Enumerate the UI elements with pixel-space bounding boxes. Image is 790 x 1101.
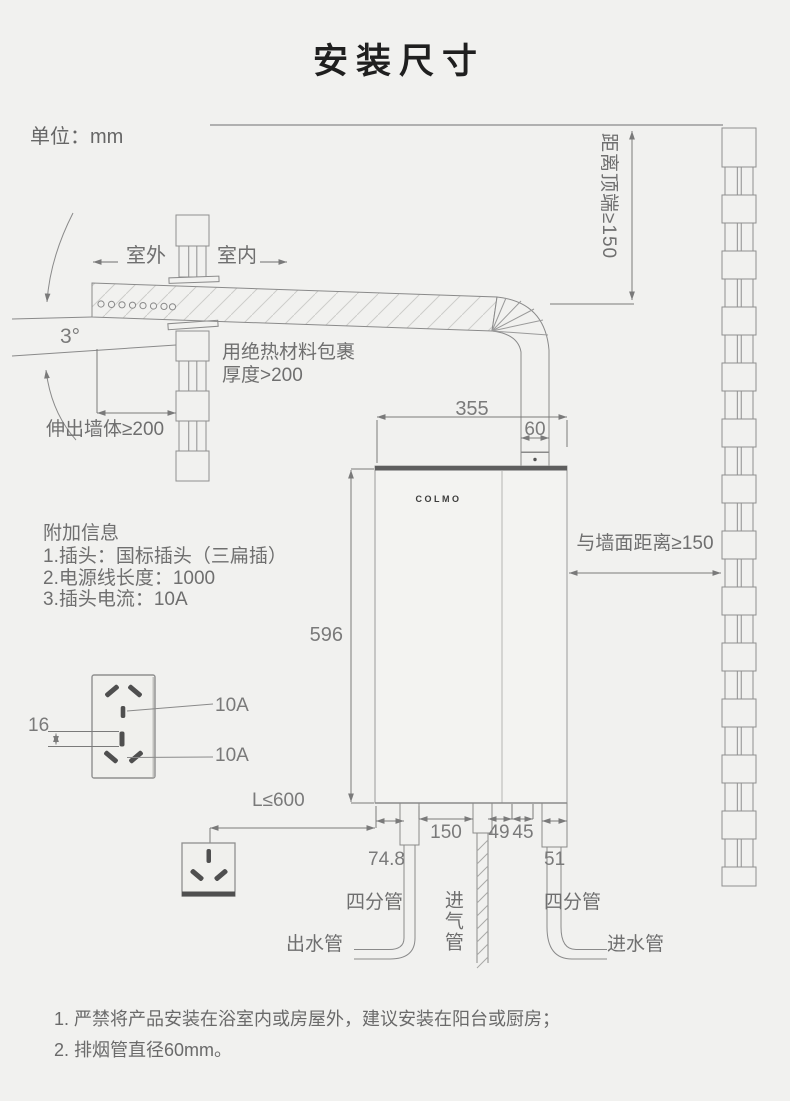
bottom-dimensions bbox=[376, 804, 567, 824]
outlet-offset-dim: 74.8 bbox=[368, 849, 405, 870]
wall-flanges bbox=[167, 275, 220, 331]
outlet-to-gas-dim: 150 bbox=[430, 822, 462, 843]
insulation-note-line1: 用绝热材料包裹 bbox=[222, 342, 356, 363]
rating-top-label: 10A bbox=[215, 695, 249, 716]
right-wall bbox=[721, 127, 757, 887]
water-inlet-pipe-label: 进水管 bbox=[607, 934, 665, 955]
additional-info-item2: 2.电源线长度：1000 bbox=[43, 568, 216, 589]
bend-fan-lines bbox=[491, 297, 549, 336]
pipe-vent-holes bbox=[97, 300, 177, 311]
power-socket-diagram bbox=[48, 674, 214, 779]
water-outlet-pipe-label: 出水管 bbox=[286, 934, 344, 955]
socket-slot-top-left bbox=[105, 684, 119, 698]
wall-distance-label: 与墙面距离≥150 bbox=[576, 533, 714, 554]
inlet-width-dim: 51 bbox=[544, 849, 566, 870]
brand-logo: COLMO bbox=[415, 494, 462, 504]
bottom-pipes bbox=[354, 802, 607, 963]
small-socket-icon bbox=[181, 842, 236, 897]
gas-gap-left-dim: 49 bbox=[488, 822, 510, 843]
outer-wall-column-top bbox=[175, 214, 210, 278]
rating-bottom-label: 10A bbox=[215, 745, 249, 766]
gas-gap-right-dim: 45 bbox=[512, 822, 534, 843]
body-width-dim: 355 bbox=[455, 398, 489, 420]
quarter-pipe-left-label: 四分管 bbox=[346, 892, 404, 913]
exhaust-pipe bbox=[91, 282, 550, 468]
outlet-pipe bbox=[403, 845, 416, 938]
insulation-note-line2: 厚度>200 bbox=[222, 365, 303, 386]
heater-top-strip bbox=[375, 466, 567, 471]
angle-label: 3° bbox=[60, 325, 81, 348]
heater-body bbox=[374, 465, 568, 804]
protrusion-dimension bbox=[96, 349, 176, 416]
height-dimension bbox=[348, 468, 374, 804]
additional-info-heading: 附加信息 bbox=[43, 523, 120, 544]
additional-info-item1: 1.插头：国标插头（三扁插） bbox=[43, 546, 287, 567]
width-dimension bbox=[376, 414, 568, 463]
gas-pipe-hatch bbox=[476, 839, 489, 969]
flue-center-mark bbox=[533, 457, 537, 462]
outlet-pipe-stub bbox=[399, 802, 420, 846]
additional-info-item3: 3.插头电流：10A bbox=[43, 589, 188, 610]
inlet-pipe-stub bbox=[541, 802, 568, 848]
pin-length-dimension bbox=[48, 731, 119, 747]
outdoor-label: 室外 bbox=[126, 245, 166, 267]
rating-leader-lines bbox=[126, 703, 214, 758]
top-distance-dimension bbox=[550, 131, 635, 305]
distance-top-label: 距离顶端≥150 bbox=[597, 133, 619, 260]
socket-slot-bottom-left bbox=[104, 750, 118, 764]
cord-length-dimension bbox=[209, 806, 377, 843]
outer-wall-column-bottom bbox=[175, 330, 210, 482]
note-line1: 1. 严禁将产品安装在浴室内或房屋外，建议安装在阳台或厨房； bbox=[54, 1009, 561, 1029]
page-title: 安装尺寸 bbox=[312, 42, 485, 81]
socket-slot-top-right bbox=[128, 684, 142, 698]
indoor-label: 室内 bbox=[217, 245, 257, 267]
pin-length-dim: 16 bbox=[28, 715, 50, 736]
cord-length-label: L≤600 bbox=[252, 790, 305, 811]
body-height-dim: 596 bbox=[309, 624, 343, 646]
socket-slot-top-center bbox=[120, 706, 126, 718]
unit-label: 单位：mm bbox=[30, 126, 124, 148]
protrude-label: 伸出墙体≥200 bbox=[46, 419, 165, 440]
note-line2: 2. 排烟管直径60mm。 bbox=[54, 1040, 233, 1060]
quarter-pipe-right-label: 四分管 bbox=[544, 892, 602, 913]
socket-slot-middle bbox=[119, 731, 125, 747]
gas-inlet-pipe-label: 进气管 bbox=[441, 890, 463, 953]
flue-diameter-dim: 60 bbox=[524, 419, 546, 440]
angle-indicator bbox=[11, 212, 177, 441]
inlet-pipe bbox=[546, 847, 562, 927]
